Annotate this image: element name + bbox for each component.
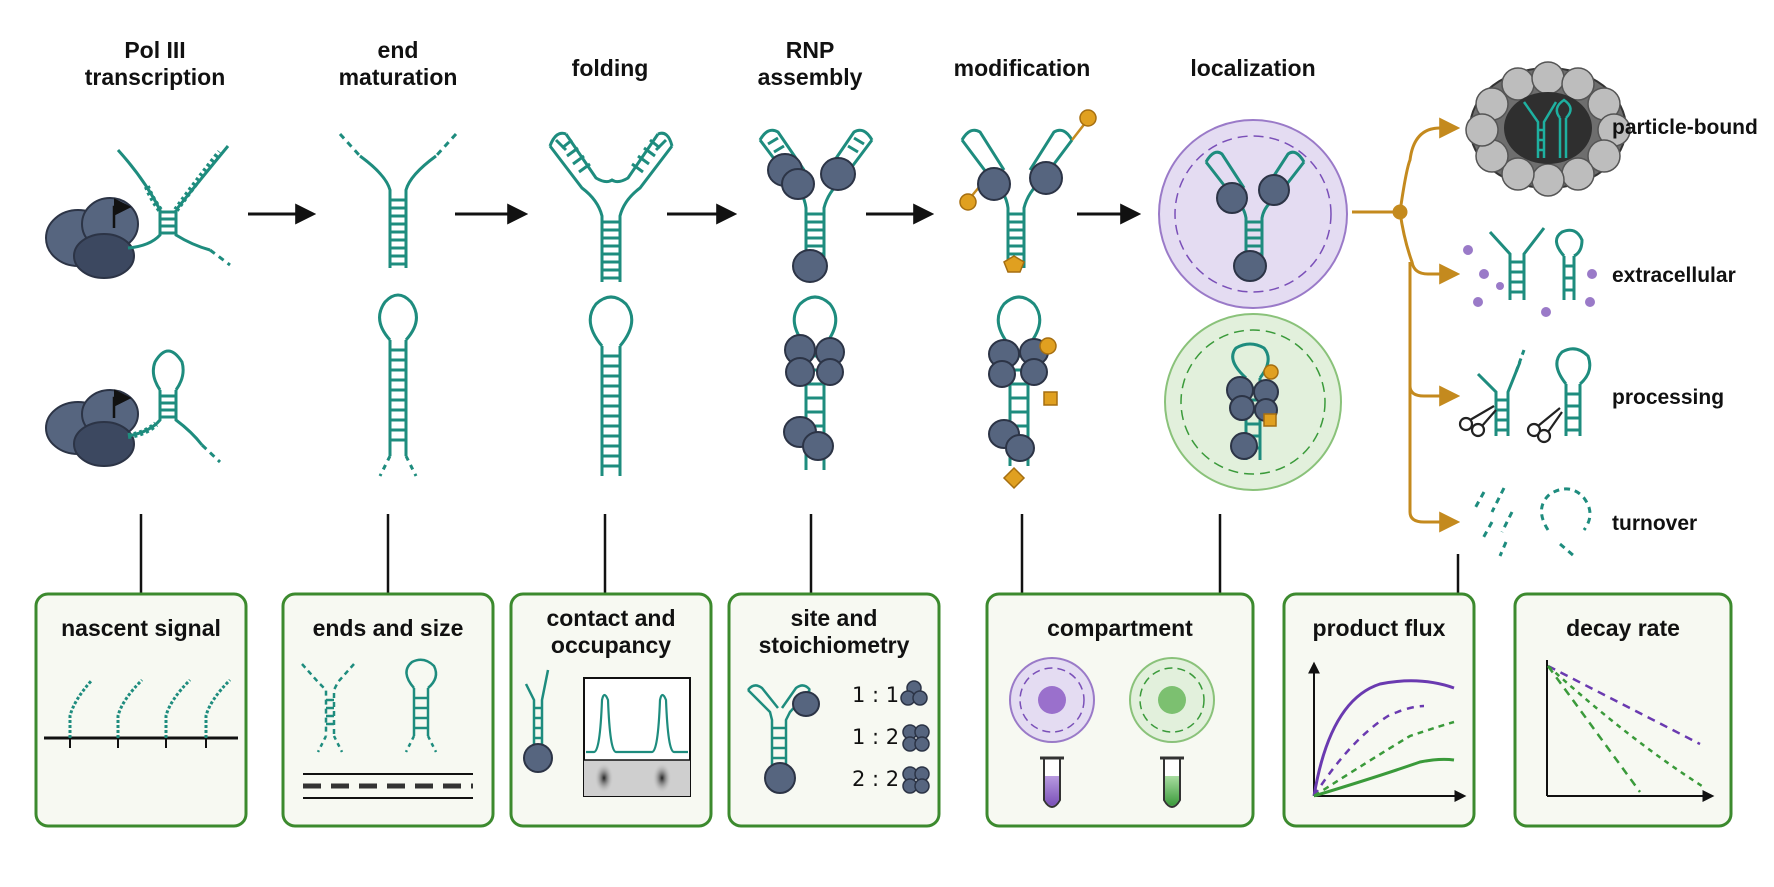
- turnover-illustration: [1472, 487, 1592, 558]
- outcome-label-turnover: turnover: [1612, 512, 1697, 535]
- scissors-icon-2: [1526, 407, 1563, 444]
- outcome-label-particle: particle-bound: [1612, 116, 1758, 139]
- tss-arrow-top: [112, 198, 132, 228]
- rnp-proteins: [767, 153, 856, 461]
- outcome-label-processing: processing: [1612, 386, 1724, 409]
- scissors-icon: [1458, 405, 1497, 438]
- readout-title-compartment: compartment: [1047, 615, 1193, 641]
- readout-box-ends: ends and size: [281, 592, 495, 828]
- readout-box-compartment: compartment: [985, 592, 1255, 828]
- processing-illustration: [1458, 347, 1592, 444]
- outcome-label-extracellular: extracellular: [1612, 264, 1736, 287]
- stage-localization-illustration: [1158, 119, 1348, 491]
- stage-transcription-illustration: [45, 145, 231, 467]
- stage-title-localization: localization: [1190, 55, 1315, 81]
- readout-title-nascent: nascent signal: [61, 615, 221, 641]
- stage-folding-illustration: [548, 131, 674, 476]
- particle-bound-illustration: [1465, 61, 1631, 197]
- stoich-ratio-2: 1 : 2: [852, 725, 899, 749]
- readout-box-decay: decay rate: [1513, 592, 1733, 828]
- outcome-branches: [1352, 117, 1461, 533]
- stage-maturation-illustration: [338, 132, 458, 477]
- nascent-trna-top: [116, 145, 231, 267]
- stoich-ratio-1: 1 : 1: [852, 683, 899, 707]
- readout-title-flux: product flux: [1313, 615, 1446, 641]
- readout-box-flux: product flux: [1282, 592, 1476, 828]
- modification-marks: [959, 109, 1097, 490]
- stage-modification-illustration: [959, 109, 1097, 490]
- stage-title-modification: modification: [954, 55, 1091, 81]
- nascent-hairpin-bottom: [127, 349, 222, 464]
- stoich-ratio-3: 2 : 2: [852, 767, 899, 791]
- readout-title-decay: decay rate: [1566, 615, 1680, 641]
- tss-arrow-bottom: [112, 389, 132, 418]
- readout-box-nascent: nascent signal: [34, 592, 248, 828]
- readout-title-ends: ends and size: [313, 615, 464, 641]
- stage-title-folding: folding: [572, 55, 649, 81]
- readout-boxes: nascent signal ends and size: [34, 592, 1733, 828]
- pol-iii-enzyme-top: [45, 197, 139, 279]
- extracellular-illustration: [1463, 227, 1597, 317]
- stage-assembly-illustration: [758, 128, 874, 470]
- connector-lines: [139, 514, 1460, 594]
- pol-iii-enzyme-bottom: [45, 389, 139, 467]
